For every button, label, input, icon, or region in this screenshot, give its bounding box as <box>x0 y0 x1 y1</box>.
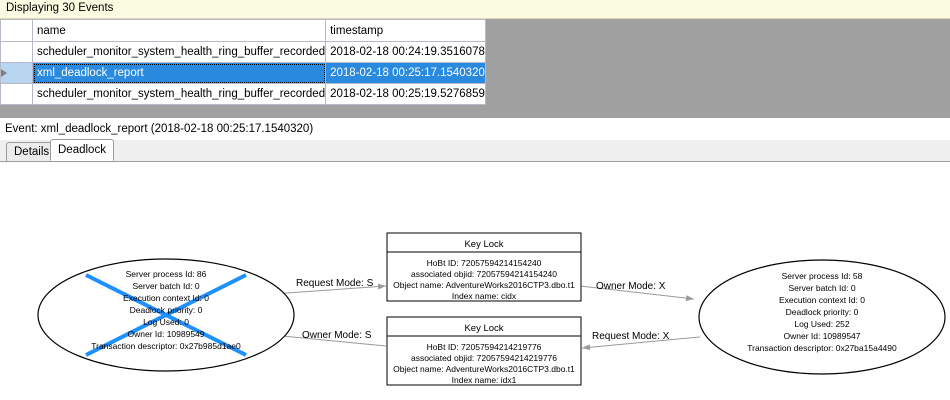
process-line: Server batch Id: 0 <box>788 283 855 293</box>
current-row-arrow-icon <box>1 68 7 77</box>
column-header-name[interactable]: name <box>31 19 327 42</box>
row-selector-cell[interactable] <box>0 41 33 63</box>
row-selector-cell[interactable] <box>0 83 33 105</box>
edge-label: Request Mode: X <box>592 331 670 342</box>
cell-timestamp[interactable]: 2018-02-18 00:24:19.3516078 <box>325 41 486 63</box>
table-row[interactable]: xml_deadlock_report 2018-02-18 00:25:17.… <box>0 62 486 84</box>
column-header-selector[interactable] <box>0 19 33 42</box>
resource-line: HoBt ID: 72057594214219776 <box>427 342 542 352</box>
events-grid[interactable]: name timestamp scheduler_monitor_system_… <box>0 19 950 118</box>
resource-line: Index name: cidx <box>452 291 517 301</box>
resource-title: Key Lock <box>464 323 503 334</box>
cell-timestamp[interactable]: 2018-02-18 00:25:17.1540320 <box>325 62 486 84</box>
resource-line: Object name: AdventureWorks2016CTP3.dbo.… <box>393 280 575 290</box>
edge-line <box>579 285 695 302</box>
events-grid-body: scheduler_monitor_system_health_ring_buf… <box>0 41 486 105</box>
process-line: Server process Id: 58 <box>782 271 863 281</box>
process-node-right[interactable]: Server process Id: 58 Server batch Id: 0… <box>698 259 946 375</box>
event-caption: Event: xml_deadlock_report (2018-02-18 0… <box>0 118 950 140</box>
process-line: Server process Id: 86 <box>126 269 207 279</box>
resource-line: Object name: AdventureWorks2016CTP3.dbo.… <box>393 364 575 374</box>
events-grid-header: name timestamp <box>0 19 486 42</box>
resource-title: Key Lock <box>464 239 503 250</box>
resource-box <box>386 232 582 302</box>
process-line: Owner Id: 10989549 <box>127 329 204 339</box>
resource-node-keylock-bottom[interactable]: Key Lock HoBt ID: 72057594214219776 asso… <box>386 316 582 386</box>
edge-label: Owner Mode: X <box>596 281 666 292</box>
process-line: Owner Id: 10989547 <box>783 331 860 341</box>
cell-name[interactable]: scheduler_monitor_system_health_ring_buf… <box>31 41 327 63</box>
detail-tabstrip: Details Deadlock <box>0 139 950 162</box>
process-line: Execution context Id: 0 <box>779 295 865 305</box>
process-line: Deadlock priority: 0 <box>130 305 203 315</box>
edge-right-request: Request Mode: X <box>581 331 701 351</box>
process-line: Transaction descriptor: 0x27ba15a4490 <box>747 343 897 353</box>
process-line: Log Used: 252 <box>794 319 850 329</box>
table-row[interactable]: scheduler_monitor_system_health_ring_buf… <box>0 41 486 63</box>
tab-deadlock[interactable]: Deadlock <box>50 139 114 161</box>
process-ellipse <box>698 259 946 375</box>
resource-node-keylock-top[interactable]: Key Lock HoBt ID: 72057594214154240 asso… <box>386 232 582 302</box>
resource-line: HoBt ID: 72057594214154240 <box>427 258 542 268</box>
edge-line <box>581 336 701 351</box>
edge-right-owner: Owner Mode: X <box>579 281 695 302</box>
cell-name[interactable]: xml_deadlock_report <box>31 62 327 84</box>
column-header-timestamp[interactable]: timestamp <box>325 19 486 42</box>
process-line: Transaction descriptor: 0x27b985d1ae0 <box>91 341 241 351</box>
resource-line: associated objid: 72057594214219776 <box>411 353 557 363</box>
victim-cross-icon <box>85 273 247 357</box>
process-line: Log Used: 0 <box>143 317 189 327</box>
table-header-row: name timestamp <box>0 19 486 42</box>
edge-label: Request Mode: S <box>296 278 374 289</box>
resource-line: associated objid: 72057594214154240 <box>411 269 557 279</box>
events-count-label: Displaying 30 Events <box>6 2 114 15</box>
process-line: Server batch Id: 0 <box>132 281 199 291</box>
edge-label: Owner Mode: S <box>302 330 372 341</box>
table-row[interactable]: scheduler_monitor_system_health_ring_buf… <box>0 83 486 105</box>
event-caption-label: Event: xml_deadlock_report (2018-02-18 0… <box>5 123 314 135</box>
resource-box <box>386 316 582 386</box>
process-node-left[interactable]: Server process Id: 86 Server batch Id: 0… <box>37 258 295 372</box>
events-grid-table: name timestamp scheduler_monitor_system_… <box>0 19 486 105</box>
cell-name[interactable]: scheduler_monitor_system_health_ring_buf… <box>31 83 327 105</box>
events-count-banner: Displaying 30 Events <box>0 0 950 19</box>
process-line: Execution context Id: 0 <box>123 293 209 303</box>
process-line: Deadlock priority: 0 <box>786 307 859 317</box>
cell-timestamp[interactable]: 2018-02-18 00:25:19.5276859 <box>325 83 486 105</box>
deadlock-graph-canvas[interactable]: Request Mode: S Owner Mode: S Owner Mode… <box>0 162 950 400</box>
row-selector-cell[interactable] <box>0 62 33 84</box>
resource-line: Index name: idx1 <box>452 375 517 385</box>
